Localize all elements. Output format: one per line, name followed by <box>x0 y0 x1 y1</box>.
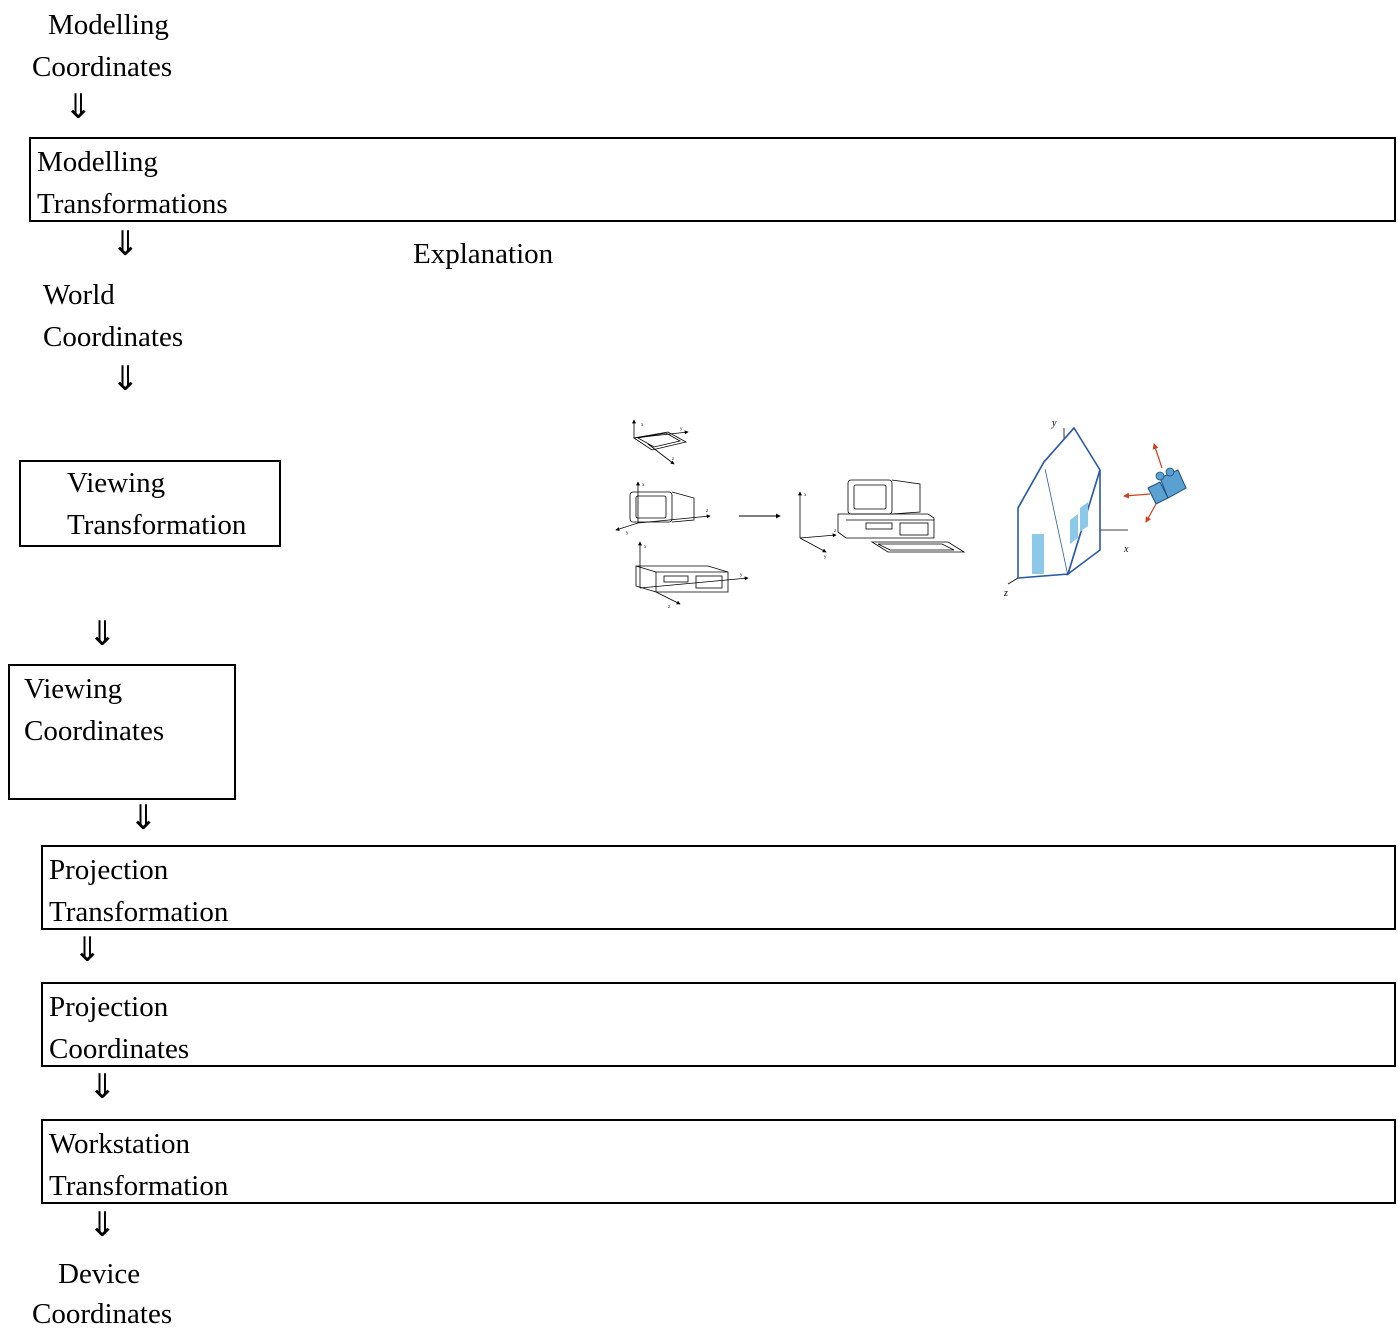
axis-label-y: y <box>824 555 827 560</box>
viewing-coordinates-label-1: Viewing <box>24 673 123 705</box>
modelling-coordinates-label-2: Coordinates <box>32 51 173 83</box>
viewing-transformation-label-2: Transformation <box>67 509 247 541</box>
device-coordinates-label-2: Coordinates <box>32 1298 173 1330</box>
pc-case-icon: x y z <box>635 541 749 610</box>
axis-label-z: z <box>668 605 671 610</box>
camera-icon <box>1123 443 1187 523</box>
workstation-transformation-box: Workstation Transformation <box>41 1119 1396 1204</box>
monitor-icon: x z y <box>615 481 711 536</box>
projection-coordinates-box: Projection Coordinates <box>41 982 1396 1067</box>
axis-label-z: z <box>672 457 675 462</box>
workstation-transformation-label-2: Transformation <box>49 1170 229 1202</box>
axis-label-y: y <box>1051 418 1057 429</box>
flow-arrow-down-icon: ⇓ <box>129 798 158 838</box>
axis-label-y: y <box>626 531 629 536</box>
modelling-coordinates-label-1: Modelling <box>48 9 169 41</box>
axis-label-z: z <box>706 509 709 514</box>
flow-arrow-down-icon: ⇓ <box>73 930 102 970</box>
axis-label-y: y <box>740 573 743 578</box>
explanation-label: Explanation <box>413 238 554 270</box>
device-coordinates-label-1: Device <box>58 1258 141 1290</box>
transformation-illustration: x y z x z y x y z <box>615 418 1187 610</box>
axis-label-x: x <box>644 545 647 550</box>
axis-label-y: y <box>680 427 683 432</box>
world-coordinates-label-2: Coordinates <box>43 321 184 353</box>
projection-transformation-box: Projection Transformation <box>41 845 1396 930</box>
axis-label-z: z <box>1003 588 1008 599</box>
projection-transformation-label-2: Transformation <box>49 896 229 928</box>
flow-arrow-down-icon: ⇓ <box>111 224 140 264</box>
axis-label-x: x <box>804 493 807 498</box>
projection-coordinates-label-2: Coordinates <box>49 1033 190 1065</box>
flow-arrow-down-icon: ⇓ <box>111 359 140 399</box>
computer-icon: x z y <box>798 479 966 560</box>
modelling-transformations-label-1: Modelling <box>37 146 158 178</box>
world-coordinates-label-1: World <box>43 279 115 311</box>
laptop-icon: x y z <box>632 419 689 465</box>
flow-arrow-down-icon: ⇓ <box>88 614 117 654</box>
viewing-transformation-label-1: Viewing <box>67 467 166 499</box>
axis-label-x: x <box>641 423 644 428</box>
flow-arrow-down-icon: ⇓ <box>64 87 93 127</box>
projection-transformation-label-1: Projection <box>49 854 169 886</box>
house-icon: y x z <box>1003 418 1129 599</box>
flow-arrow-down-icon: ⇓ <box>88 1067 117 1107</box>
viewing-transformation-box: Viewing Transformation <box>19 460 281 547</box>
modelling-transformations-box: Modelling Transformations <box>29 137 1396 222</box>
workstation-transformation-label-1: Workstation <box>49 1128 191 1160</box>
flow-arrow-down-icon: ⇓ <box>88 1205 117 1245</box>
axis-label-x: x <box>1123 544 1129 555</box>
viewing-coordinates-box: Viewing Coordinates <box>8 664 236 800</box>
axis-label-z: z <box>834 529 837 534</box>
projection-coordinates-label-1: Projection <box>49 991 169 1023</box>
viewing-coordinates-label-2: Coordinates <box>24 715 165 747</box>
axis-label-x: x <box>642 483 645 488</box>
modelling-transformations-label-2: Transformations <box>37 188 228 220</box>
